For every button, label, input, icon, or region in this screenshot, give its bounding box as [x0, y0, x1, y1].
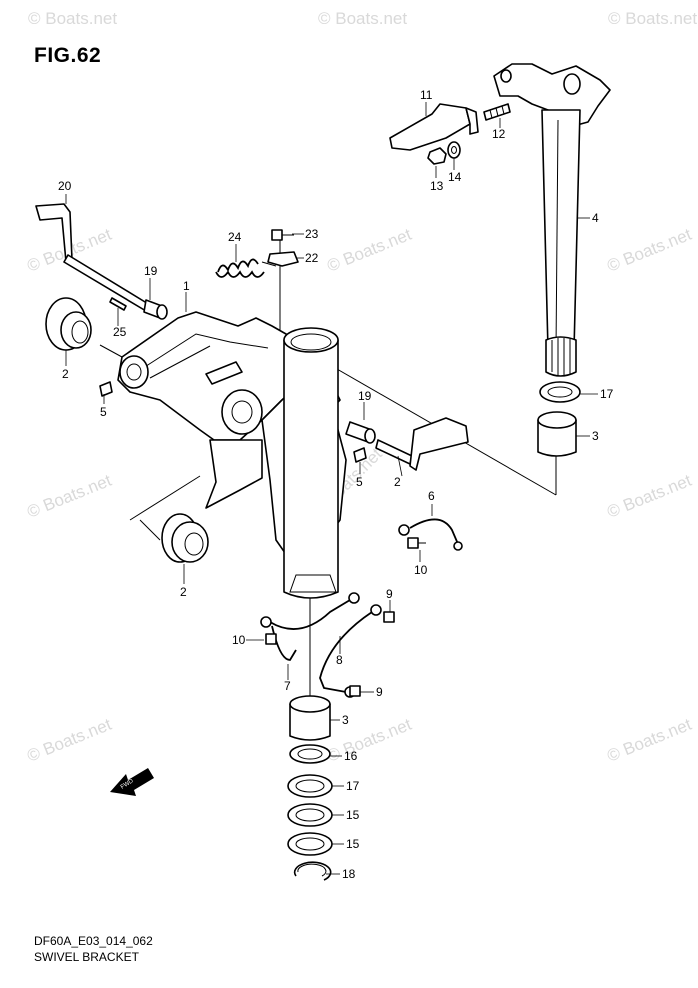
washer-15-upper — [287, 803, 333, 827]
bushing-sleeve-upper — [537, 411, 577, 457]
callout-22: 22 — [305, 251, 319, 265]
ground-wire-6 — [398, 518, 463, 551]
callout-12: 12 — [492, 127, 506, 141]
watermark-text: © Boats.net — [604, 715, 694, 766]
callout-16: 16 — [344, 749, 358, 763]
bushing-19-right — [345, 421, 376, 444]
callout-18: 18 — [342, 867, 356, 881]
callout-5-left: 5 — [100, 405, 107, 419]
callout-11: 11 — [420, 88, 433, 102]
callout-19-right: 19 — [358, 389, 372, 403]
ground-wire-7 — [260, 592, 360, 661]
callout-9-upper: 9 — [386, 587, 393, 601]
callout-9-lower: 9 — [376, 685, 383, 699]
bolt-9-upper — [383, 611, 395, 623]
callout-15-lower: 15 — [346, 837, 360, 851]
bushing-sleeve-lower — [289, 695, 331, 741]
grease-nipple-left — [99, 381, 113, 397]
tilt-spring — [215, 258, 277, 278]
callout-labels: 20 19 1 25 2 5 24 23 22 11 12 13 14 4 17… — [58, 88, 614, 881]
spring-plate — [267, 251, 299, 267]
pin — [109, 297, 127, 311]
callout-2-lower: 2 — [180, 585, 187, 599]
callout-7: 7 — [284, 679, 291, 693]
fwd-arrow: FWD — [110, 768, 154, 796]
watermark-text: © Boats.net — [604, 471, 694, 522]
washer-17-upper — [539, 381, 581, 403]
figure-title: FIG.62 — [34, 44, 102, 67]
steering-shaft — [493, 63, 611, 377]
callout-4: 4 — [592, 211, 599, 225]
bushing-lower — [161, 513, 209, 563]
washer-16 — [289, 744, 331, 764]
callout-10-left: 10 — [232, 633, 246, 647]
nut-13 — [427, 147, 447, 165]
callout-3-upper: 3 — [592, 429, 599, 443]
grease-nipple-right — [353, 447, 367, 463]
watermark-text: © Boats.net — [318, 9, 407, 28]
stud-12 — [483, 103, 511, 121]
washer-14 — [447, 141, 461, 159]
watermark-text: © Boats.net — [24, 471, 114, 522]
callout-2-upper: 2 — [62, 367, 69, 381]
watermark-text: © Boats.net — [324, 715, 414, 766]
callout-6: 6 — [428, 489, 435, 503]
bolt-9-lower — [349, 685, 361, 697]
bolt-23 — [271, 229, 294, 241]
callout-19-upper: 19 — [144, 264, 158, 278]
bushing-19-upper — [143, 299, 168, 320]
callout-23: 23 — [305, 227, 319, 241]
watermark-text: © Boats.net — [608, 9, 697, 28]
bolt-10-left — [265, 633, 277, 645]
callout-14: 14 — [448, 170, 462, 184]
assembly-guide-line — [129, 475, 201, 521]
assembly-guide-line — [139, 519, 161, 541]
callout-5-right: 5 — [356, 475, 363, 489]
swivel-bracket-body — [117, 311, 347, 599]
watermark-text: © Boats.net — [24, 715, 114, 766]
stopper-bracket — [389, 103, 479, 151]
watermark-text: © Boats.net — [324, 225, 414, 276]
callout-17-lower: 17 — [346, 779, 360, 793]
callout-10-right: 10 — [414, 563, 428, 577]
watermark-text: © Boats.net — [604, 225, 694, 276]
bolt-10-right — [407, 537, 426, 549]
callout-3-lower: 3 — [342, 713, 349, 727]
tilt-lock-lever-right — [375, 417, 469, 471]
callout-25: 25 — [113, 325, 127, 339]
assembly-name: SWIVEL BRACKET — [34, 950, 139, 964]
callout-1: 1 — [183, 279, 190, 293]
callout-8: 8 — [336, 653, 343, 667]
callout-20: 20 — [58, 179, 72, 193]
washer-17-lower — [287, 774, 333, 798]
leader-lines — [65, 102, 598, 875]
circlip-18 — [293, 861, 332, 881]
callout-13: 13 — [430, 179, 444, 193]
callout-24: 24 — [228, 230, 242, 244]
callout-17-upper: 17 — [600, 387, 614, 401]
assembly-guide-line — [99, 344, 123, 358]
callout-15-upper: 15 — [346, 808, 360, 822]
bushing-upper — [45, 297, 92, 351]
ground-wire-8 — [319, 604, 382, 698]
callout-2-right: 2 — [394, 475, 401, 489]
drawing-code: DF60A_E03_014_062 — [34, 934, 153, 948]
washer-15-lower — [287, 832, 333, 856]
watermark-text: © Boats.net — [28, 9, 117, 28]
